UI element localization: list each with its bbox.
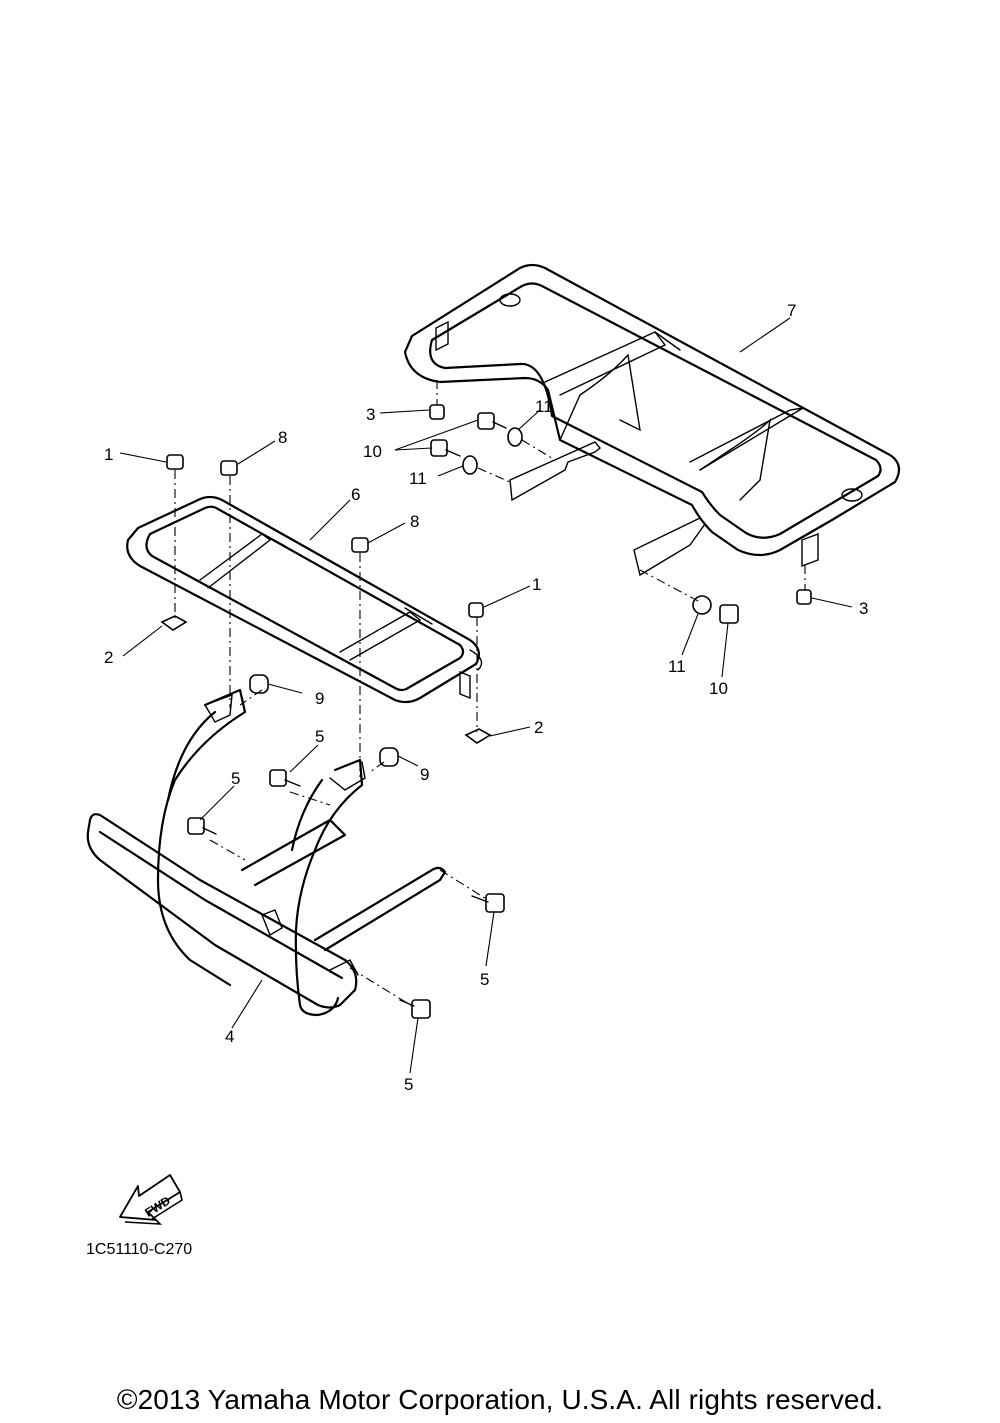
callout-2: 2 [534, 718, 543, 737]
washer-part-11-b [462, 455, 478, 475]
callout-5: 5 [404, 1075, 413, 1094]
alignment-lines [174, 380, 806, 1007]
callout-1: 1 [104, 445, 113, 464]
cap-part-9-right [379, 747, 399, 767]
callout-8: 8 [278, 428, 287, 447]
fasteners [160, 404, 812, 1019]
leader-lines [119, 317, 853, 1074]
callout-6: 6 [351, 485, 360, 504]
callout-7: 7 [787, 301, 796, 320]
callout-numbers: 1 1 2 2 3 3 4 5 5 5 5 6 7 8 8 9 9 10 10 … [104, 301, 868, 1094]
nut-part-3-right [796, 589, 812, 605]
bolt-part-10-b [430, 439, 448, 457]
rear-carrier-part-7 [403, 263, 901, 577]
callout-5: 5 [315, 727, 324, 746]
bolt-part-5-d [411, 999, 431, 1019]
fwd-arrow-icon: FWD [119, 1174, 183, 1225]
callout-10: 10 [709, 679, 728, 698]
front-guard-part-4 [86, 688, 447, 1017]
nut-part-2-right [464, 728, 492, 744]
diagram-code: 1C51110-C270 [86, 1241, 193, 1258]
callout-10: 10 [363, 442, 382, 461]
washer-part-11-c [692, 595, 712, 615]
bolt-part-10-a [477, 412, 495, 430]
callout-2: 2 [104, 648, 113, 667]
callout-5: 5 [480, 970, 489, 989]
callout-5: 5 [231, 769, 240, 788]
cap-part-9-left [249, 674, 269, 694]
callout-11: 11 [668, 657, 686, 676]
bolt-part-5-b [187, 817, 205, 835]
callout-11: 11 [409, 469, 427, 488]
callout-9: 9 [315, 689, 324, 708]
callout-1: 1 [532, 575, 541, 594]
callout-4: 4 [225, 1027, 234, 1046]
bolt-part-5-a [269, 769, 287, 787]
bolt-part-10-c [719, 604, 739, 624]
bolt-part-8-right [351, 537, 369, 553]
bolt-part-8-left [220, 460, 238, 476]
bolt-part-1-right [468, 602, 484, 618]
copyright-notice: ©2013 Yamaha Motor Corporation, U.S.A. A… [116, 1384, 884, 1415]
washer-part-11-a [507, 427, 523, 447]
callout-3: 3 [859, 599, 868, 618]
callout-9: 9 [420, 765, 429, 784]
bolt-part-5-c [485, 893, 505, 913]
callout-11: 11 [535, 397, 553, 416]
bolt-part-1-left [166, 454, 184, 470]
nut-part-2-left [160, 615, 188, 631]
callout-8: 8 [410, 512, 419, 531]
callout-3: 3 [366, 405, 375, 424]
nut-part-3-left [429, 404, 445, 420]
front-carrier-part-6 [126, 495, 483, 704]
